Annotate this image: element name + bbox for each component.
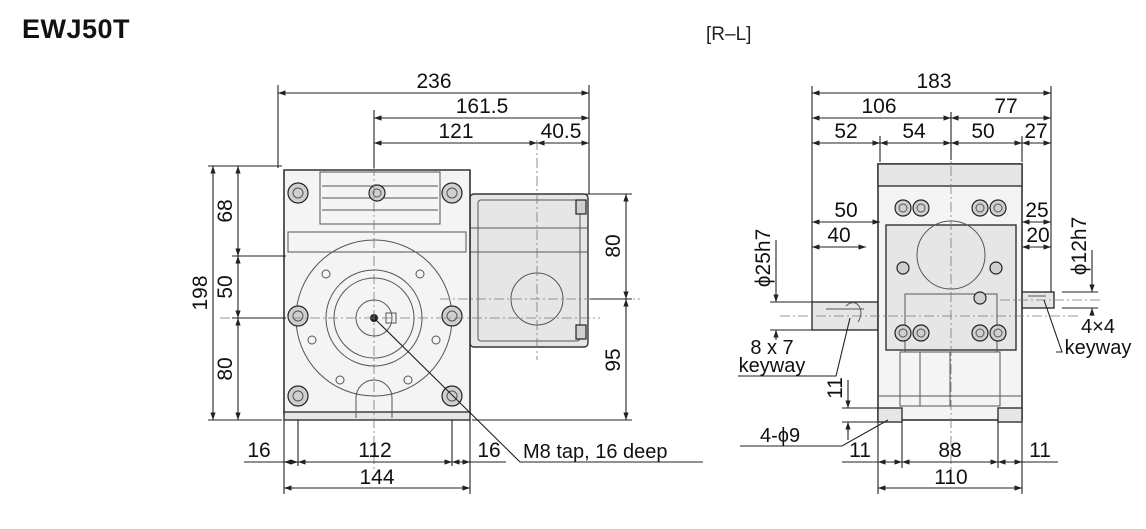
front-dim-80-left: 80 [214,357,237,380]
keyway-right-label: keyway [1065,337,1132,359]
front-dim-68: 68 [214,199,237,222]
side-dim-110: 110 [934,466,967,489]
foot-left [877,407,903,423]
side-dim-77: 77 [994,95,1017,118]
side-bolts [894,199,1007,342]
side-dim-11-right: 11 [1029,439,1051,462]
front-dim-198: 198 [189,275,212,310]
side-dim-54: 54 [902,120,926,143]
front-dim-16-right: 16 [477,439,500,462]
side-dim-106: 106 [861,95,896,118]
front-dim-144: 144 [359,466,394,489]
keyway-left-size: 8 x 7 [750,337,793,359]
foot-right [997,407,1023,423]
keyway-right-size: 4×4 [1081,316,1115,338]
side-view-drawing: 183 106 77 52 54 50 27 50 40 25 20 ϕ25h7… [738,70,1131,494]
side-dim-11-vertical: 11 [824,377,847,399]
side-dim-40: 40 [827,224,850,247]
model-title: EWJ50T [22,14,131,44]
shaft-25h7-label: ϕ25h7 [752,229,775,287]
side-dim-27: 27 [1024,120,1047,143]
keyway-left-label: keyway [739,355,806,377]
front-dim-80-right: 80 [602,234,625,257]
side-dim-50-top: 50 [971,120,994,143]
side-dim-52: 52 [834,120,857,143]
front-view-drawing: 236 161.5 121 40.5 198 68 50 80 80 95 16… [189,70,703,494]
side-dim-183: 183 [916,70,951,93]
variant-label: [R–L] [706,24,752,45]
front-dim-236: 236 [416,70,451,93]
gearbox-housing [283,169,471,419]
mounting-hole-label: 4-ϕ9 [760,425,800,447]
front-dim-161-5: 161.5 [456,95,509,118]
side-dim-11-left: 11 [849,439,871,462]
front-bolts [287,182,463,407]
side-dim-50-inner: 50 [834,199,857,222]
front-dim-112: 112 [358,439,391,462]
front-dim-40-5: 40.5 [541,120,582,143]
tap-callout: M8 tap, 16 deep [523,441,668,463]
front-dim-16-left: 16 [247,439,270,462]
side-dim-25: 25 [1025,199,1048,222]
shaft-12h7-label: ϕ12h7 [1068,217,1091,275]
front-dim-121: 121 [438,120,473,143]
side-dim-88: 88 [938,439,961,462]
side-dim-20: 20 [1026,224,1049,247]
gearbox-base [283,411,471,421]
front-dim-50: 50 [214,275,237,298]
front-dim-95: 95 [602,348,625,371]
